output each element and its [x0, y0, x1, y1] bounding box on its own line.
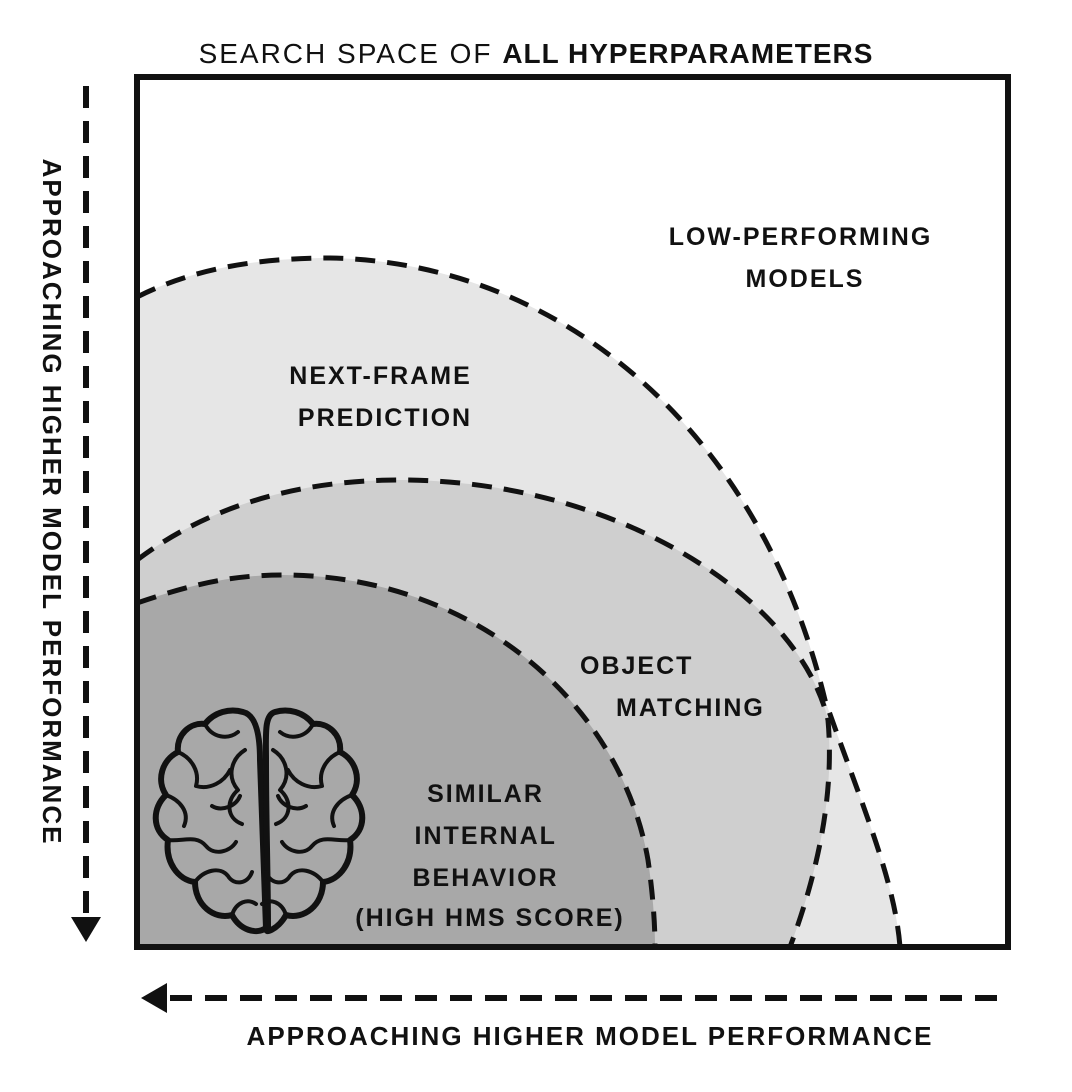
x-axis-label: APPROACHING HIGHER MODEL PERFORMANCE — [247, 1021, 934, 1051]
similar-behavior-line-4: (HIGH HMS SCORE) — [355, 904, 625, 932]
next-frame-boundary — [137, 255, 903, 947]
object-matching-line-1: OBJECT — [580, 652, 693, 680]
x-axis-arrowhead — [141, 983, 167, 1013]
object-matching-line-2: MATCHING — [616, 694, 765, 722]
diagram-title: SEARCH SPACE OF ALL HYPERPARAMETERS — [0, 38, 1072, 70]
search-space-box — [134, 74, 1011, 950]
low-performing-label: LOW-PERFORMING MODELS — [669, 223, 942, 293]
similar-behavior-line-3: BEHAVIOR — [412, 864, 558, 892]
title-prefix: SEARCH SPACE OF — [198, 38, 503, 69]
next-frame-label: NEXT-FRAME PREDICTION — [289, 362, 480, 432]
similar-behavior-boundary — [137, 572, 658, 947]
next-frame-line-2: PREDICTION — [298, 404, 472, 432]
title-emphasis: ALL HYPERPARAMETERS — [502, 38, 874, 69]
low-performing-line-2: MODELS — [746, 265, 865, 293]
brain-icon — [152, 707, 366, 935]
object-matching-boundary — [137, 477, 832, 947]
similar-behavior-line-1: SIMILAR — [427, 780, 544, 808]
y-axis-arrowhead — [71, 917, 101, 942]
similar-behavior-label: SIMILAR INTERNAL BEHAVIOR (HIGH HMS SCOR… — [355, 780, 625, 932]
next-frame-line-1: NEXT-FRAME — [289, 362, 472, 390]
similar-behavior-line-2: INTERNAL — [415, 822, 557, 850]
object-matching-label: OBJECT MATCHING — [580, 652, 765, 722]
y-axis-label: APPROACHING HIGHER MODEL PERFORMANCE — [37, 159, 67, 846]
low-performing-line-1: LOW-PERFORMING — [669, 223, 933, 251]
